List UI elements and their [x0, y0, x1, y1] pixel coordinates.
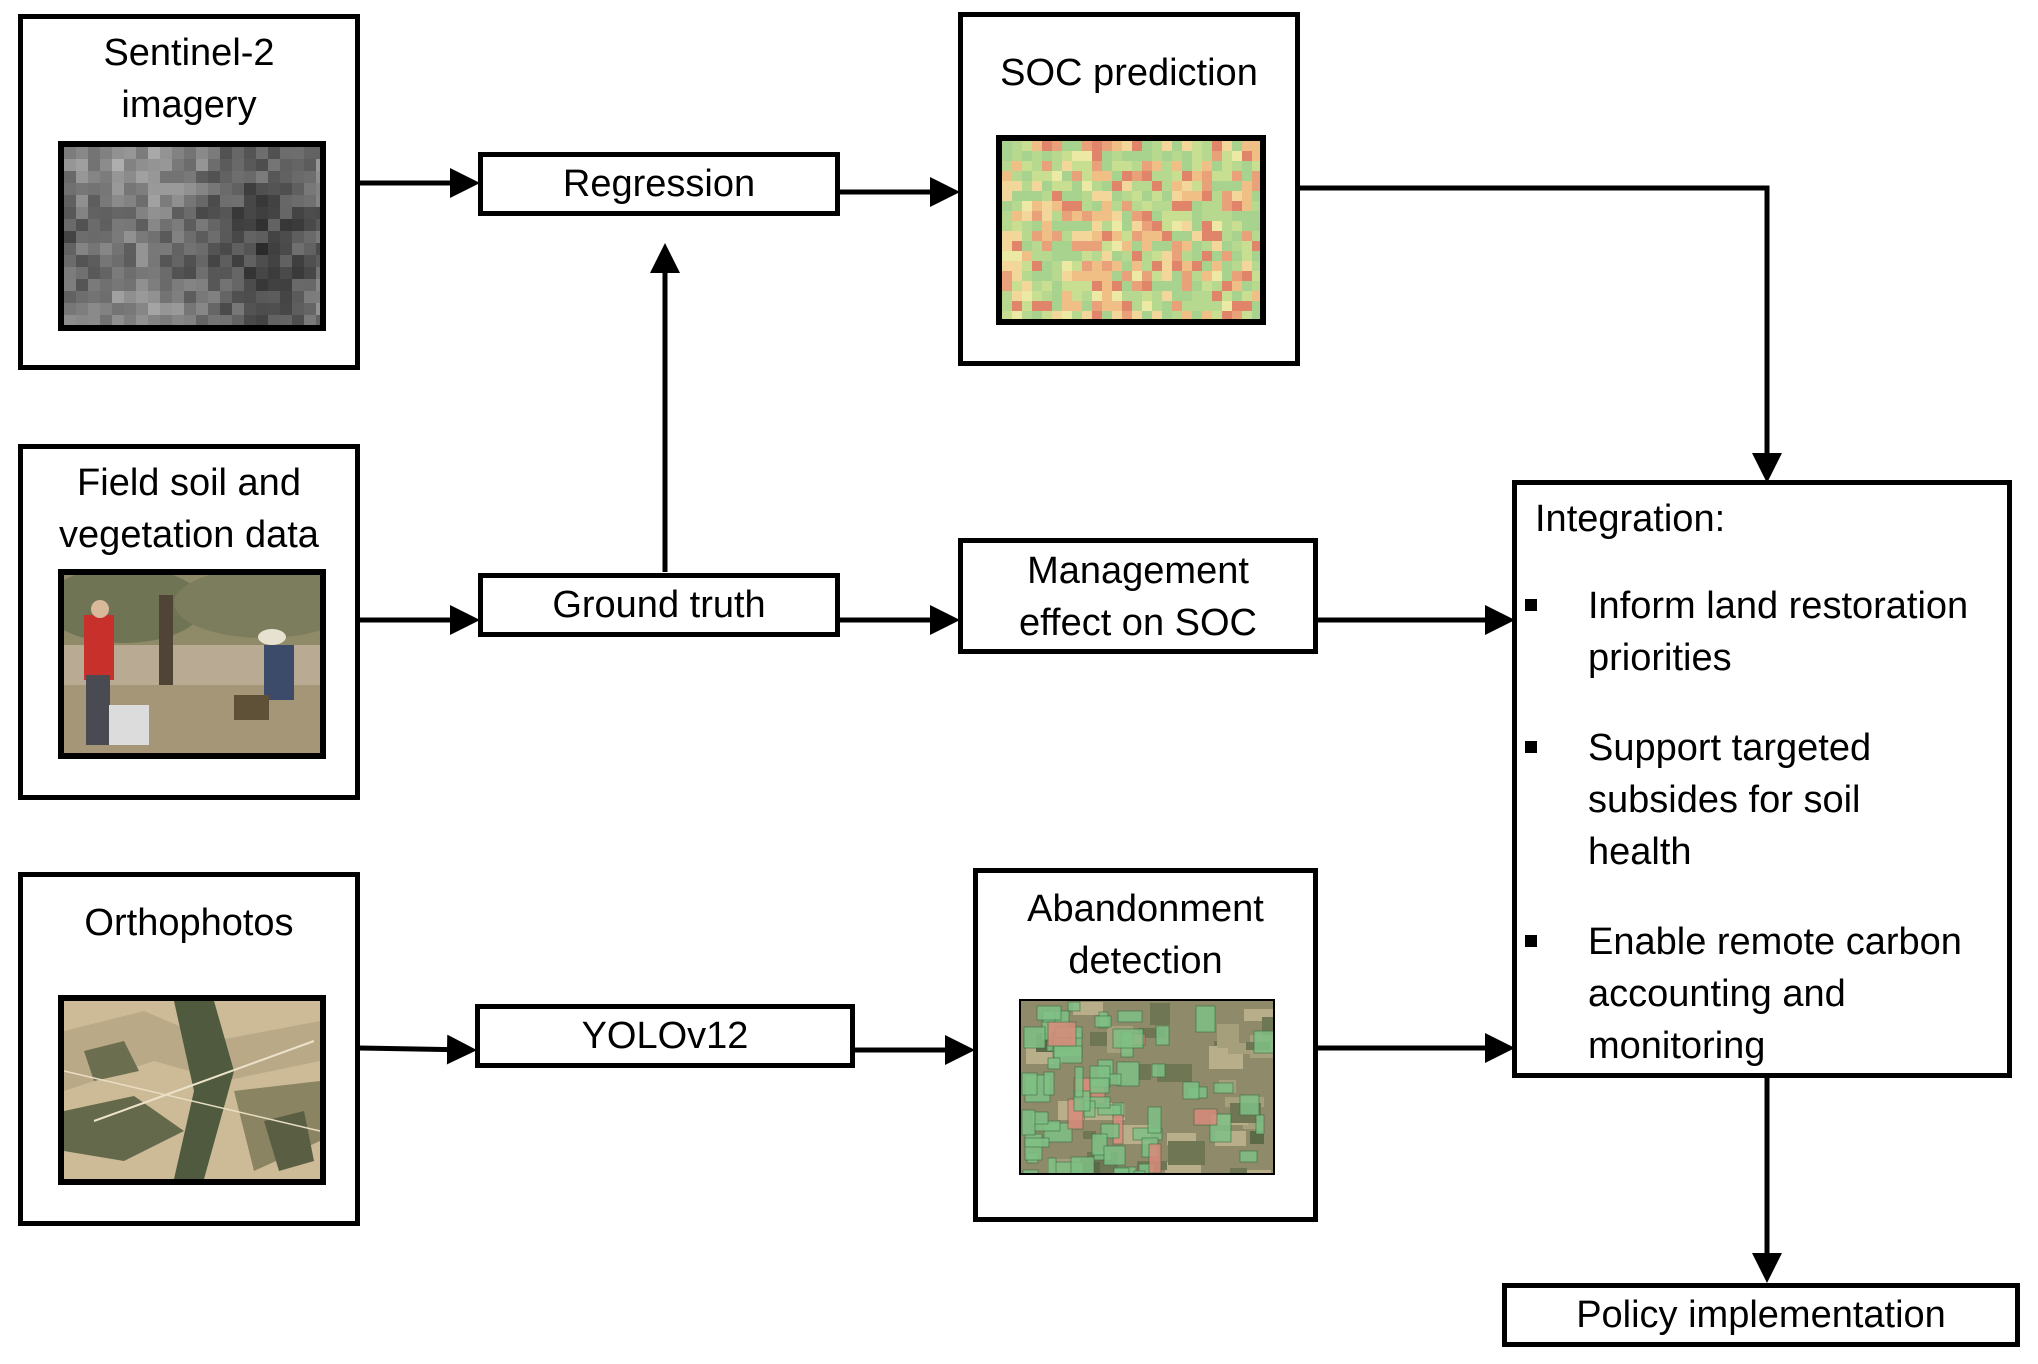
orthophoto-image — [58, 995, 326, 1185]
soc-map-image — [996, 135, 1266, 325]
integration-title: Integration: — [1535, 498, 1726, 540]
field-data-label: Field soil and vegetation data — [59, 462, 319, 556]
regression-label: Regression — [562, 162, 756, 205]
bullet-marker-2 — [1525, 741, 1537, 753]
management-effect-label: Management effect on SOC — [1019, 550, 1257, 644]
policy-implementation-label: Policy implementation — [1576, 1293, 1946, 1336]
integration-item-2: Support targeted subsides for soil healt… — [1588, 727, 1872, 873]
sentinel-imagery-box: Sentinel-2 imagery — [18, 14, 360, 370]
orthophotos-box: Orthophotos — [18, 872, 360, 1226]
yolo-box: YOLOv12 — [475, 1004, 855, 1068]
soc-prediction-label: SOC prediction — [1000, 52, 1258, 94]
bullet-marker-1 — [1525, 599, 1537, 611]
orthophotos-label: Orthophotos — [84, 902, 294, 944]
ground-truth-box: Ground truth — [478, 573, 840, 637]
abandonment-detection-box: Abandonment detection — [973, 868, 1318, 1222]
field-photo — [58, 569, 326, 759]
abandonment-detection-label: Abandonment detection — [1027, 888, 1264, 982]
soc-prediction-box: SOC prediction — [958, 12, 1300, 366]
abandonment-map-image — [1019, 999, 1275, 1175]
management-effect-box: Management effect on SOC — [958, 538, 1318, 654]
integration-item-3: Enable remote carbon accounting and moni… — [1588, 921, 1962, 1067]
integration-item-1: Inform land restoration priorities — [1588, 585, 1969, 679]
yolo-label: YOLOv12 — [581, 1014, 749, 1057]
sentinel-image — [58, 141, 326, 331]
arrow-soc-to-integration — [1300, 185, 1782, 483]
integration-box: Integration: Inform land restoration pri… — [1512, 480, 2012, 1078]
bullet-marker-3 — [1525, 935, 1537, 947]
ground-truth-label: Ground truth — [552, 583, 766, 626]
arrow-ortho-to-yolo — [357, 1034, 477, 1065]
policy-implementation-box: Policy implementation — [1502, 1283, 2020, 1347]
field-data-box: Field soil and vegetation data — [18, 444, 360, 800]
regression-box: Regression — [478, 152, 840, 216]
sentinel-imagery-label: Sentinel-2 imagery — [103, 32, 275, 126]
